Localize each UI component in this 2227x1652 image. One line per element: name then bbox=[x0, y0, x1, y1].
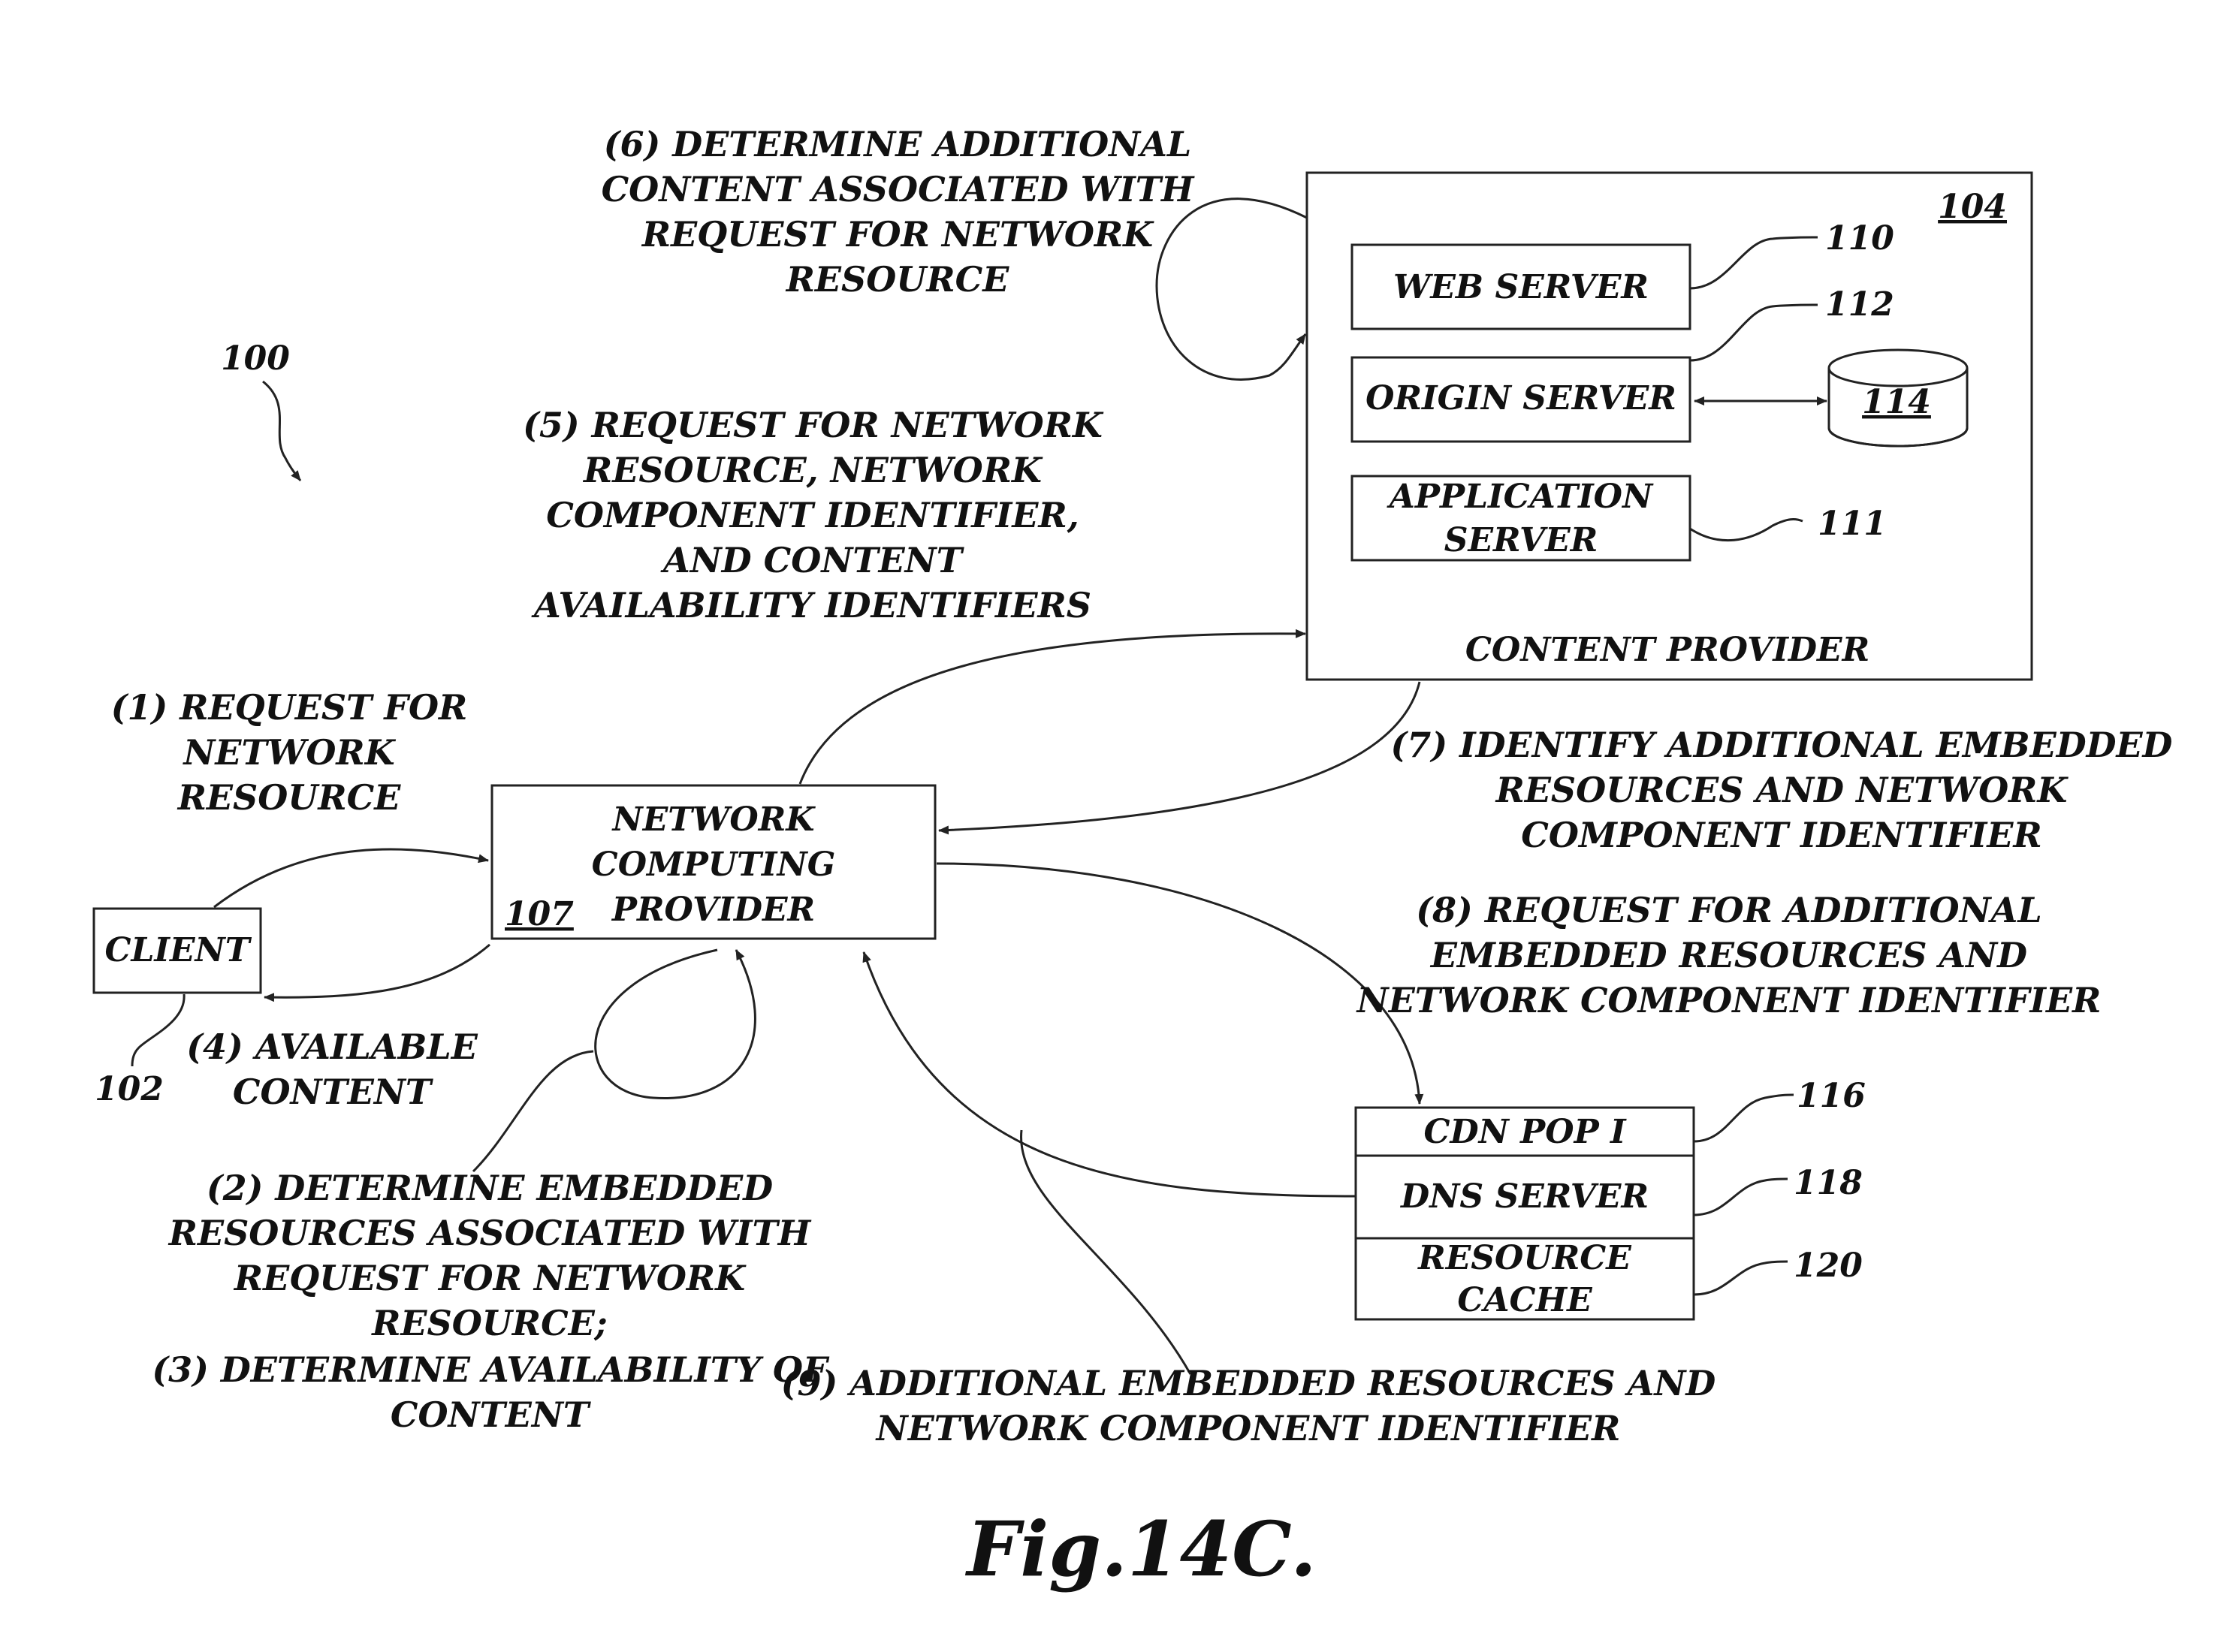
dns-server-label: DNS SERVER bbox=[1399, 1177, 1649, 1216]
svg-text:CONTENT: CONTENT bbox=[233, 1072, 434, 1112]
application-server-label-2: SERVER bbox=[1444, 521, 1598, 559]
label-step-2-3: (2) DETERMINE EMBEDDED RESOURCES ASSOCIA… bbox=[152, 1168, 830, 1435]
svg-text:(3) DETERMINE AVAILABILITY OF: (3) DETERMINE AVAILABILITY OF bbox=[152, 1349, 830, 1390]
leader-step-9 bbox=[1021, 1130, 1190, 1374]
svg-text:RESOURCES AND NETWORK: RESOURCES AND NETWORK bbox=[1495, 770, 2069, 810]
svg-text:REQUEST FOR NETWORK: REQUEST FOR NETWORK bbox=[233, 1258, 747, 1298]
storage-ref: 114 bbox=[1862, 383, 1931, 421]
loop-step-2-3 bbox=[596, 950, 756, 1098]
svg-text:RESOURCES ASSOCIATED WITH: RESOURCES ASSOCIATED WITH bbox=[167, 1213, 812, 1253]
web-server-ref: 110 bbox=[1825, 219, 1894, 258]
client-ref: 102 bbox=[95, 1070, 164, 1108]
resource-cache-label-1: RESOURCE bbox=[1417, 1239, 1632, 1277]
arrow-step-9 bbox=[864, 952, 1356, 1196]
svg-text:AVAILABILITY IDENTIFIERS: AVAILABILITY IDENTIFIERS bbox=[531, 585, 1091, 626]
cdn-pop-ref: 116 bbox=[1797, 1077, 1866, 1115]
svg-text:(7) IDENTIFY ADDITIONAL EMBEDD: (7) IDENTIFY ADDITIONAL EMBEDDED bbox=[1391, 725, 2173, 765]
client-label: CLIENT bbox=[104, 931, 252, 969]
svg-text:(4) AVAILABLE: (4) AVAILABLE bbox=[186, 1026, 478, 1067]
label-step-9: (9) ADDITIONAL EMBEDDED RESOURCES AND NE… bbox=[781, 1363, 1716, 1449]
loop-step-6 bbox=[1157, 199, 1307, 380]
svg-text:(9) ADDITIONAL EMBEDDED RESOUR: (9) ADDITIONAL EMBEDDED RESOURCES AND bbox=[781, 1363, 1716, 1403]
content-provider-label: CONTENT PROVIDER bbox=[1465, 631, 1869, 669]
svg-text:COMPONENT IDENTIFIER,: COMPONENT IDENTIFIER, bbox=[546, 495, 1079, 535]
label-step-8: (8) REQUEST FOR ADDITIONAL EMBEDDED RESO… bbox=[1356, 890, 2102, 1020]
dns-server-leader bbox=[1694, 1179, 1788, 1215]
svg-text:CONTENT ASSOCIATED WITH: CONTENT ASSOCIATED WITH bbox=[602, 169, 1195, 210]
svg-text:RESOURCE: RESOURCE bbox=[177, 777, 402, 818]
application-server-label-1: APPLICATION bbox=[1387, 478, 1654, 516]
svg-text:(6) DETERMINE ADDITIONAL: (6) DETERMINE ADDITIONAL bbox=[604, 124, 1191, 164]
svg-text:(5) REQUEST FOR NETWORK: (5) REQUEST FOR NETWORK bbox=[523, 405, 1104, 445]
svg-text:CONTENT: CONTENT bbox=[391, 1394, 592, 1435]
system-ref-arrow bbox=[263, 381, 300, 481]
content-provider-ref: 104 bbox=[1938, 188, 2007, 226]
cdn-pop-leader bbox=[1694, 1095, 1794, 1141]
origin-server-label: ORIGIN SERVER bbox=[1365, 379, 1676, 418]
label-step-4: (4) AVAILABLE CONTENT bbox=[186, 1026, 478, 1112]
svg-text:REQUEST FOR NETWORK: REQUEST FOR NETWORK bbox=[641, 214, 1154, 255]
arrow-step-8 bbox=[937, 864, 1420, 1104]
label-step-6: (6) DETERMINE ADDITIONAL CONTENT ASSOCIA… bbox=[602, 124, 1195, 300]
dns-server-ref: 118 bbox=[1794, 1164, 1863, 1202]
leader-step-2-3 bbox=[473, 1051, 593, 1171]
system-ref: 100 bbox=[221, 339, 290, 378]
svg-text:(8) REQUEST FOR ADDITIONAL: (8) REQUEST FOR ADDITIONAL bbox=[1416, 890, 2041, 930]
svg-text:NETWORK COMPONENT IDENTIFIER: NETWORK COMPONENT IDENTIFIER bbox=[1356, 980, 2102, 1020]
svg-text:RESOURCE: RESOURCE bbox=[785, 259, 1010, 300]
svg-text:RESOURCE;: RESOURCE; bbox=[370, 1303, 608, 1343]
ncp-ref: 107 bbox=[505, 895, 574, 933]
arrow-step-4 bbox=[264, 945, 490, 997]
label-step-1: (1) REQUEST FOR NETWORK RESOURCE bbox=[111, 687, 468, 818]
cdn-pop-label: CDN POP I bbox=[1423, 1113, 1627, 1151]
ncp-label-3: PROVIDER bbox=[611, 891, 815, 929]
resource-cache-label-2: CACHE bbox=[1457, 1281, 1593, 1319]
svg-text:(1) REQUEST FOR: (1) REQUEST FOR bbox=[111, 687, 468, 728]
figure-label: Fig.14C. bbox=[964, 1505, 1317, 1593]
label-step-5: (5) REQUEST FOR NETWORK RESOURCE, NETWOR… bbox=[523, 405, 1104, 626]
arrow-step-7 bbox=[939, 682, 1420, 831]
origin-server-ref: 112 bbox=[1825, 285, 1894, 324]
client-leader bbox=[132, 994, 184, 1066]
resource-cache-ref: 120 bbox=[1794, 1247, 1863, 1285]
ncp-label-1: NETWORK bbox=[611, 800, 816, 839]
ncp-label-2: COMPUTING bbox=[592, 846, 836, 884]
svg-text:RESOURCE, NETWORK: RESOURCE, NETWORK bbox=[582, 450, 1043, 490]
application-server-ref: 111 bbox=[1818, 505, 1887, 543]
svg-text:NETWORK COMPONENT IDENTIFIER: NETWORK COMPONENT IDENTIFIER bbox=[875, 1408, 1621, 1449]
svg-text:NETWORK: NETWORK bbox=[182, 732, 396, 773]
web-server-label: WEB SERVER bbox=[1393, 268, 1649, 306]
svg-text:(2) DETERMINE EMBEDDED: (2) DETERMINE EMBEDDED bbox=[207, 1168, 773, 1208]
resource-cache-leader bbox=[1694, 1262, 1788, 1295]
svg-text:COMPONENT IDENTIFIER: COMPONENT IDENTIFIER bbox=[1521, 815, 2041, 855]
svg-text:AND CONTENT: AND CONTENT bbox=[660, 540, 965, 580]
svg-text:EMBEDDED RESOURCES AND: EMBEDDED RESOURCES AND bbox=[1429, 935, 2027, 975]
label-step-7: (7) IDENTIFY ADDITIONAL EMBEDDED RESOURC… bbox=[1391, 725, 2173, 855]
arrow-step-1 bbox=[214, 849, 488, 907]
arrow-step-5 bbox=[800, 634, 1305, 784]
